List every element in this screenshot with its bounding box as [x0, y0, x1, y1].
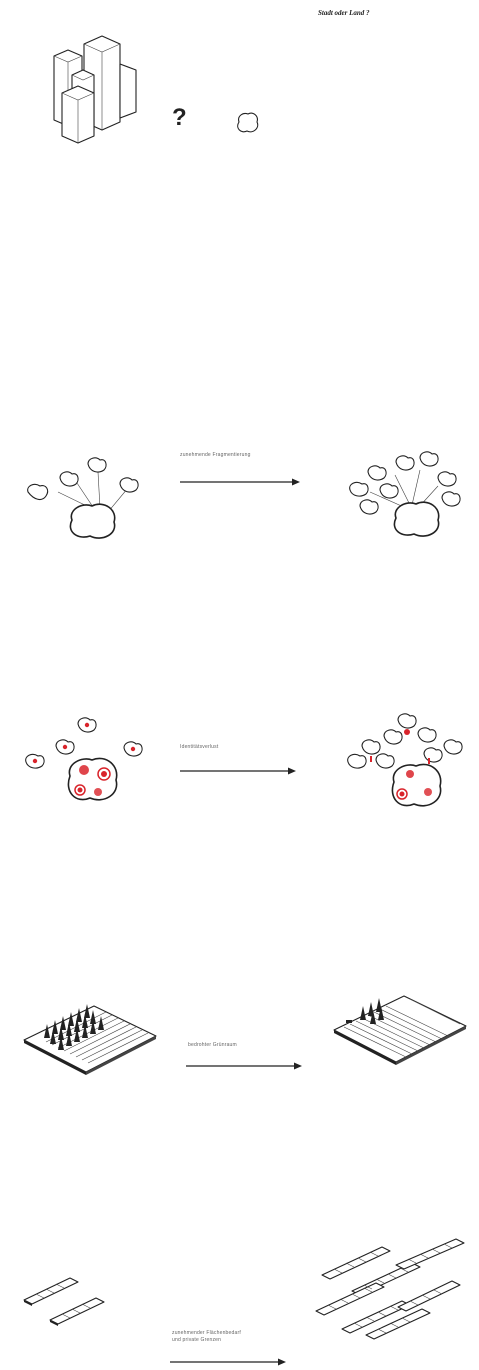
- landuse-label-line-2: und private Grenzen: [172, 1337, 222, 1343]
- landuse-arrow: [170, 1358, 286, 1366]
- landuse-label-line-1: zunehmender Flächenbedarf: [172, 1330, 241, 1336]
- identity-before-diagram: [25, 717, 143, 801]
- greenspace-after-diagram: [333, 995, 467, 1065]
- identity-label: Identitätsverlust: [180, 744, 219, 750]
- greenspace-label: bedrohter Grünraum: [188, 1042, 237, 1048]
- fragmentation-before-diagram: [27, 457, 139, 539]
- landuse-after-diagram: [315, 1238, 465, 1340]
- greenspace-before-diagram: [23, 1004, 157, 1075]
- fragmentation-after-diagram: [349, 451, 461, 537]
- question-mark: ?: [172, 104, 187, 131]
- greenspace-arrow: [186, 1062, 302, 1070]
- page-title: Stadt oder Land ?: [318, 9, 370, 17]
- landuse-before-diagram: [23, 1277, 105, 1326]
- fragmentation-label: zunehmende Fragmentierung: [180, 452, 251, 458]
- landuse-label: zunehmender Flächenbedarf und private Gr…: [172, 1330, 241, 1344]
- identity-arrow: [180, 767, 296, 775]
- fragmentation-arrow: [180, 478, 300, 486]
- village-blob-icon: [237, 112, 259, 133]
- identity-after-diagram: [347, 713, 463, 807]
- towers-illustration: [53, 35, 137, 144]
